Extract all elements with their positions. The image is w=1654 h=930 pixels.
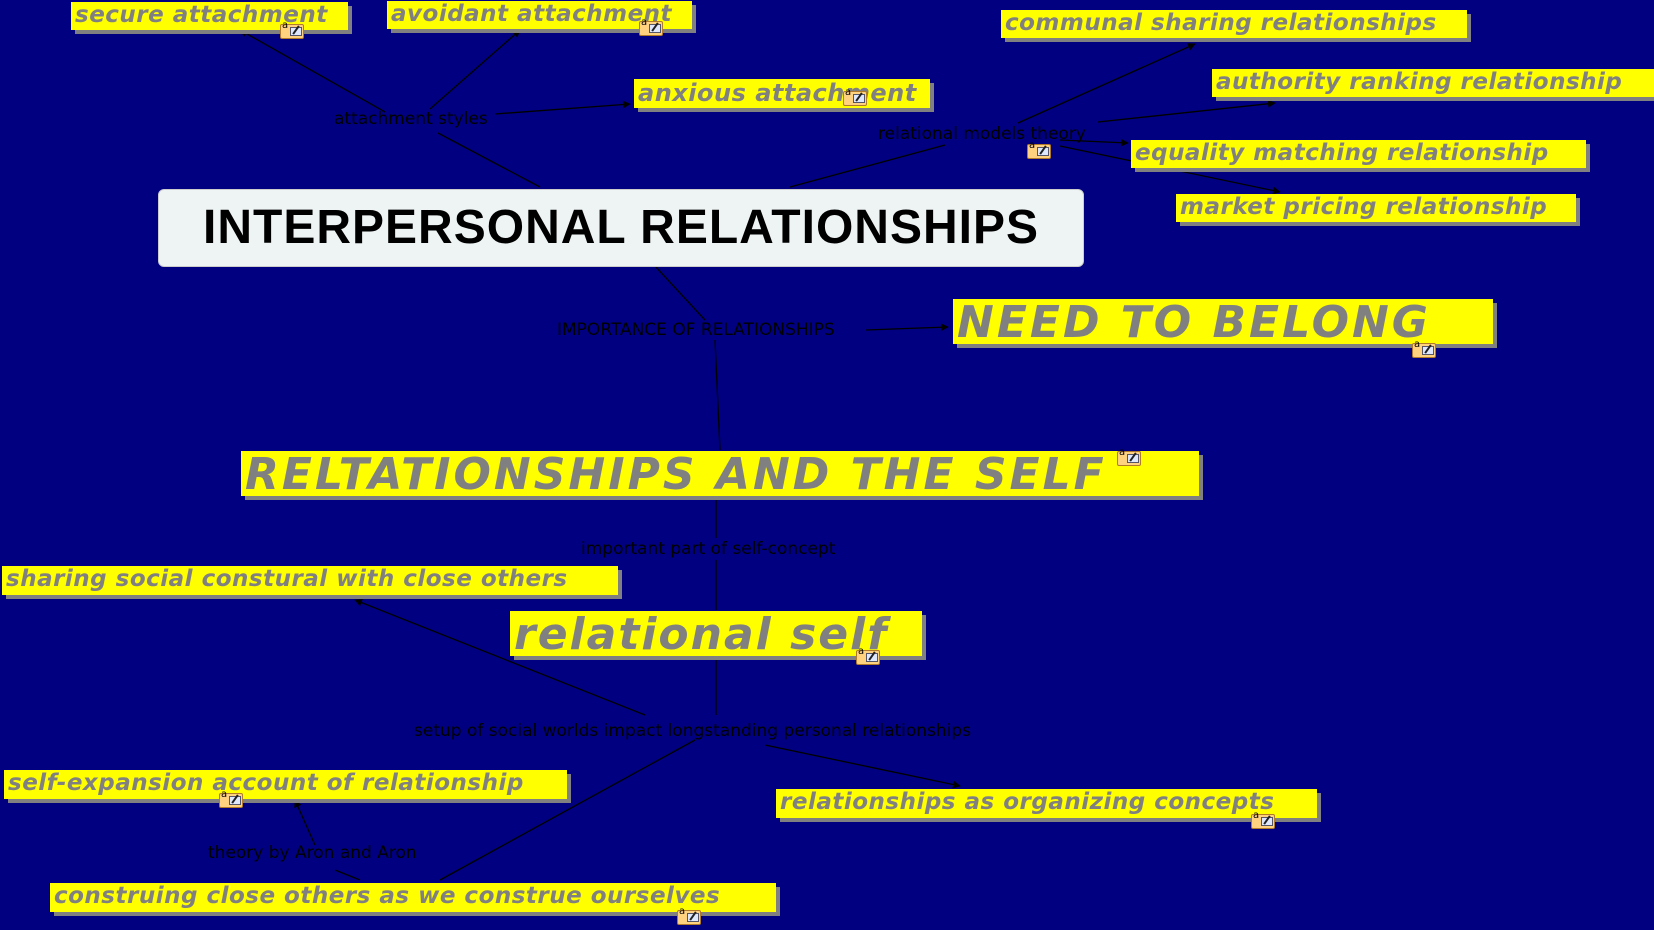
topic-avoidant-attachment-label: avoidant attachment xyxy=(391,1,673,27)
topic-relational-self-label: relational self xyxy=(514,609,889,660)
note-icon[interactable]: a xyxy=(1117,447,1141,466)
note-icon[interactable]: a xyxy=(856,646,880,665)
topic-communal-sharing-label: communal sharing relationships xyxy=(1005,10,1437,36)
topic-construing-close-others[interactable]: construing close others as we construe o… xyxy=(50,883,776,912)
link-rmt-communal xyxy=(1017,43,1196,124)
link-social-sharing xyxy=(354,598,646,716)
note-icon[interactable]: a xyxy=(280,20,304,39)
note-icon[interactable]: a xyxy=(1251,810,1275,829)
link-attachment-anxious xyxy=(494,100,631,115)
note-icon[interactable]: a xyxy=(1027,140,1051,159)
topic-secure-attachment-label: secure attachment xyxy=(75,2,328,28)
topic-market-pricing[interactable]: market pricing relationship xyxy=(1176,194,1576,222)
topic-self-expansion-label: self-expansion account of relationship xyxy=(8,770,524,796)
link-rmt-equality xyxy=(1059,138,1129,147)
central-topic[interactable]: INTERPERSONAL RELATIONSHIPS xyxy=(158,189,1084,267)
central-topic-label: INTERPERSONAL RELATIONSHIPS xyxy=(203,201,1039,254)
topic-anxious-attachment-label: anxious attachment xyxy=(638,79,917,107)
label-social-worlds: setup of social worlds impact longstandi… xyxy=(414,721,972,741)
topic-self-expansion[interactable]: self-expansion account of relationship xyxy=(4,770,567,799)
topic-relationships-and-the-self[interactable]: RELTATIONSHIPS AND THE SELF xyxy=(241,449,1199,500)
label-relational-models-theory: relational models theory xyxy=(878,124,1086,144)
link-construing-aron xyxy=(334,869,361,881)
label-aron-theory: theory by Aron and Aron xyxy=(208,843,417,863)
topic-secure-attachment[interactable]: secure attachment xyxy=(71,2,348,30)
link-social-construing xyxy=(439,739,696,881)
label-attachment-styles: attachment styles xyxy=(334,109,488,129)
link-aron-selfexp xyxy=(294,799,316,846)
topic-organizing-concepts-label: relationships as organizing concepts xyxy=(780,789,1275,815)
topic-sharing-social-construal[interactable]: sharing social constural with close othe… xyxy=(2,566,618,595)
link-attachment-secure xyxy=(239,29,386,113)
topic-equality-matching[interactable]: equality matching relationship xyxy=(1131,140,1586,168)
topic-relationships-and-the-self-label: RELTATIONSHIPS AND THE SELF xyxy=(245,449,1107,500)
topic-organizing-concepts[interactable]: relationships as organizing concepts xyxy=(776,789,1317,818)
note-icon[interactable]: a xyxy=(677,906,701,925)
topic-anxious-attachment[interactable]: anxious attachment xyxy=(634,79,930,108)
link-rmt-authority xyxy=(1097,99,1276,123)
note-icon[interactable]: a xyxy=(1412,339,1436,358)
link-rmt-market xyxy=(1059,145,1281,195)
topic-equality-matching-label: equality matching relationship xyxy=(1135,140,1549,166)
topic-need-to-belong[interactable]: NEED TO BELONG xyxy=(953,297,1493,348)
link-central-importance xyxy=(654,265,706,321)
topic-relational-self[interactable]: relational self xyxy=(510,609,922,660)
note-icon[interactable]: a xyxy=(639,17,663,36)
topic-sharing-social-construal-label: sharing social constural with close othe… xyxy=(6,566,568,592)
link-attachment-avoidant xyxy=(429,29,521,110)
link-central-relational-models xyxy=(789,144,946,188)
topic-market-pricing-label: market pricing relationship xyxy=(1180,194,1548,220)
topic-need-to-belong-label: NEED TO BELONG xyxy=(957,297,1431,348)
topic-construing-close-others-label: construing close others as we construe o… xyxy=(54,883,721,909)
link-importance-self xyxy=(714,339,721,451)
topic-authority-ranking-label: authority ranking relationship xyxy=(1216,69,1623,95)
link-importance-belong xyxy=(865,323,949,332)
note-icon[interactable]: a xyxy=(219,789,243,808)
topic-communal-sharing[interactable]: communal sharing relationships xyxy=(1001,10,1467,38)
note-icon[interactable]: a xyxy=(843,87,867,106)
link-social-organizing xyxy=(764,744,961,789)
topic-authority-ranking[interactable]: authority ranking relationship xyxy=(1212,69,1654,97)
label-importance-of-relationships: IMPORTANCE OF RELATIONSHIPS xyxy=(557,320,835,340)
link-central-attachment xyxy=(437,132,541,188)
label-self-concept: important part of self-concept xyxy=(581,539,836,559)
